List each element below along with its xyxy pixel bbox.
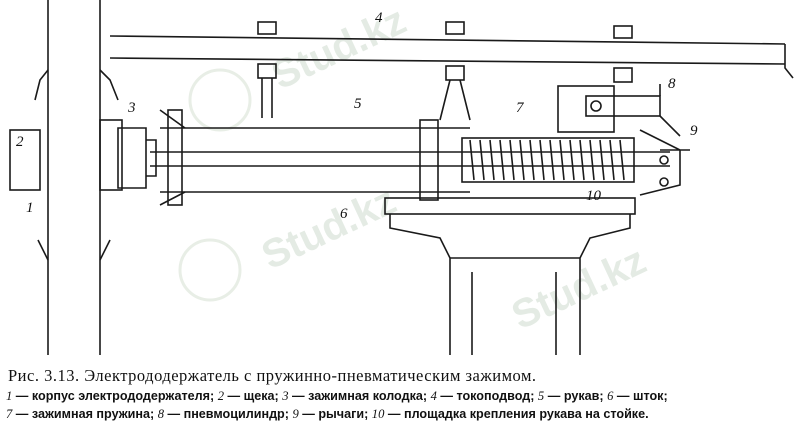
current-lead	[109, 21, 794, 121]
legend-text: шток;	[632, 389, 668, 403]
svg-text:Stud.kz: Stud.kz	[255, 178, 403, 278]
label-8: 8	[668, 76, 676, 92]
label-4: 4	[375, 10, 383, 26]
label-5: 5	[354, 96, 362, 112]
electrode-holder-drawing: Stud.kz Stud.kz Stud.kz	[9, 0, 794, 355]
legend-text: зажимная колодка;	[308, 389, 428, 403]
label-9: 9	[690, 123, 698, 139]
clamping-shoe	[117, 127, 157, 189]
legend-num: 1	[6, 389, 13, 403]
watermarks: Stud.kz Stud.kz Stud.kz	[178, 0, 653, 338]
levers	[639, 129, 690, 196]
sleeve	[159, 109, 470, 206]
legend-num: 8	[157, 407, 164, 421]
electrode-column	[34, 0, 119, 355]
label-10: 10	[586, 188, 602, 204]
label-7: 7	[516, 100, 525, 116]
clamping-spring	[461, 137, 635, 183]
label-6: 6	[340, 206, 348, 222]
legend-text: щека;	[243, 389, 279, 403]
legend-num: 9	[292, 407, 299, 421]
legend-num: 10	[371, 407, 385, 421]
legend-num: 2	[217, 389, 225, 403]
legend-num: 3	[282, 389, 289, 403]
caption-legend-line-2: 7 — зажимная пружина; 8 — пневмоцилиндр;…	[6, 407, 649, 421]
label-1: 1	[26, 200, 34, 216]
svg-text:Stud.kz: Stud.kz	[265, 0, 413, 98]
legend-text: токоподвод;	[456, 389, 535, 403]
legend-num: 7	[6, 407, 13, 421]
svg-text:Stud.kz: Stud.kz	[505, 238, 653, 338]
label-3: 3	[127, 100, 136, 116]
legend-num: 6	[607, 389, 614, 403]
legend-num: 4	[430, 389, 437, 403]
figure-caption: Рис. 3.13. Электрододержатель с пружинно…	[6, 366, 800, 422]
mounting-platform	[384, 197, 636, 355]
part-labels: 1 2 3 4 5 6 7 8 9 10	[16, 10, 698, 222]
pneumatic-cylinder	[557, 84, 681, 137]
electrode-holder-body	[9, 129, 41, 191]
legend-text: рычаги;	[318, 407, 369, 421]
legend-num: 5	[537, 389, 545, 403]
legend-text: корпус электрододержателя;	[31, 389, 215, 403]
caption-title: Рис. 3.13. Электрододержатель с пружинно…	[8, 366, 537, 385]
legend-text: площадка крепления рукава на стойке.	[403, 407, 649, 421]
label-2: 2	[16, 134, 24, 150]
legend-text: пневмоцилиндр;	[183, 407, 289, 421]
legend-text: зажимная пружина;	[31, 407, 155, 421]
cheek	[99, 119, 123, 191]
caption-legend-line-1: 1 — корпус электрододержателя; 2 — щека;…	[6, 389, 668, 403]
legend-text: рукав;	[563, 389, 604, 403]
